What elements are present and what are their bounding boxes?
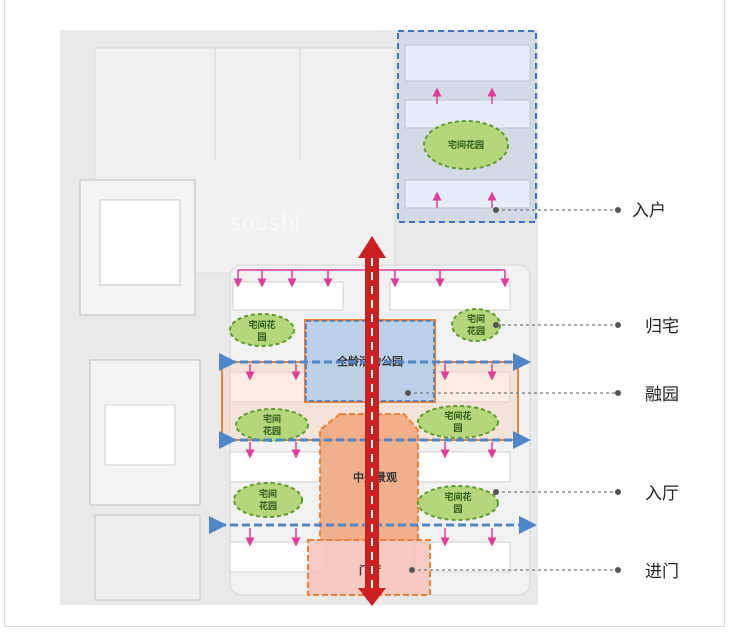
side-label-entry: 入户	[632, 201, 666, 221]
southwest-lot	[94, 514, 201, 601]
garden-label: 宅间	[467, 313, 485, 325]
red-main-axis	[358, 236, 386, 606]
garden-label: 宅间花	[444, 491, 471, 503]
side-label-blend: 融园	[645, 385, 679, 405]
watermark: soushi	[230, 211, 300, 236]
garden-label: 宅间	[259, 488, 277, 500]
garden-label: 园	[453, 423, 462, 434]
garden-label: 花园	[263, 425, 281, 437]
pink-arrows	[233, 87, 510, 547]
garden-label: 宅间花	[248, 319, 275, 331]
side-label-lobby: 入厅	[645, 484, 679, 504]
leader-lines	[408, 209, 618, 571]
image-frame	[4, 0, 725, 627]
garden-label: 宅间花园	[448, 139, 484, 151]
garden-label: 花园	[259, 500, 277, 512]
garden-label: 宅间花	[444, 410, 471, 422]
garden-label: 园	[453, 504, 462, 515]
side-label-gate: 进门	[645, 562, 679, 582]
courtyard	[104, 404, 176, 466]
garden-label: 花园	[467, 325, 485, 337]
garden-label: 宅间	[263, 413, 281, 425]
school-inner	[99, 199, 181, 286]
leader-dots	[405, 207, 621, 573]
side-label-home: 归宅	[645, 317, 679, 337]
garden-label: 园	[257, 332, 266, 343]
